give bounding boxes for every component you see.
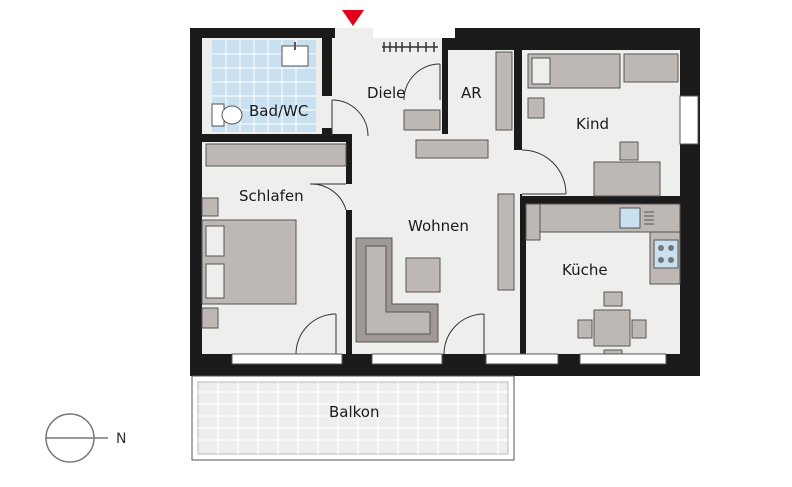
- bath-tiles: [211, 40, 316, 132]
- room-label-schlafen: Schlafen: [239, 187, 304, 205]
- door-swings: [295, 63, 567, 355]
- wardrobe: [382, 42, 438, 52]
- schlafen-wardrobe: [205, 143, 347, 167]
- room-label-wohnen: Wohnen: [408, 217, 469, 235]
- room-label-balkon: Balkon: [329, 403, 380, 421]
- room-labels: Bad/WC Diele AR Kind Schlafen Wohnen Küc…: [239, 84, 609, 421]
- dining-table: [593, 309, 631, 347]
- kueche-stove: [653, 239, 679, 269]
- entrance-marker-icon: [342, 10, 364, 26]
- room-label-diele: Diele: [367, 84, 405, 102]
- room-label-kueche: Küche: [562, 261, 608, 279]
- furniture: [201, 51, 681, 355]
- compass-north-label: N: [116, 431, 126, 447]
- kind-desk: [593, 161, 661, 197]
- internal-walls: [202, 38, 680, 354]
- balkon: [191, 375, 515, 461]
- room-label-ar: AR: [461, 84, 482, 102]
- kueche-sink: [619, 207, 641, 229]
- windows: [231, 95, 699, 365]
- kueche-counter: [539, 203, 681, 233]
- room-label-bad: Bad/WC: [249, 102, 308, 120]
- room-label-kind: Kind: [576, 115, 609, 133]
- compass: N: [45, 413, 126, 463]
